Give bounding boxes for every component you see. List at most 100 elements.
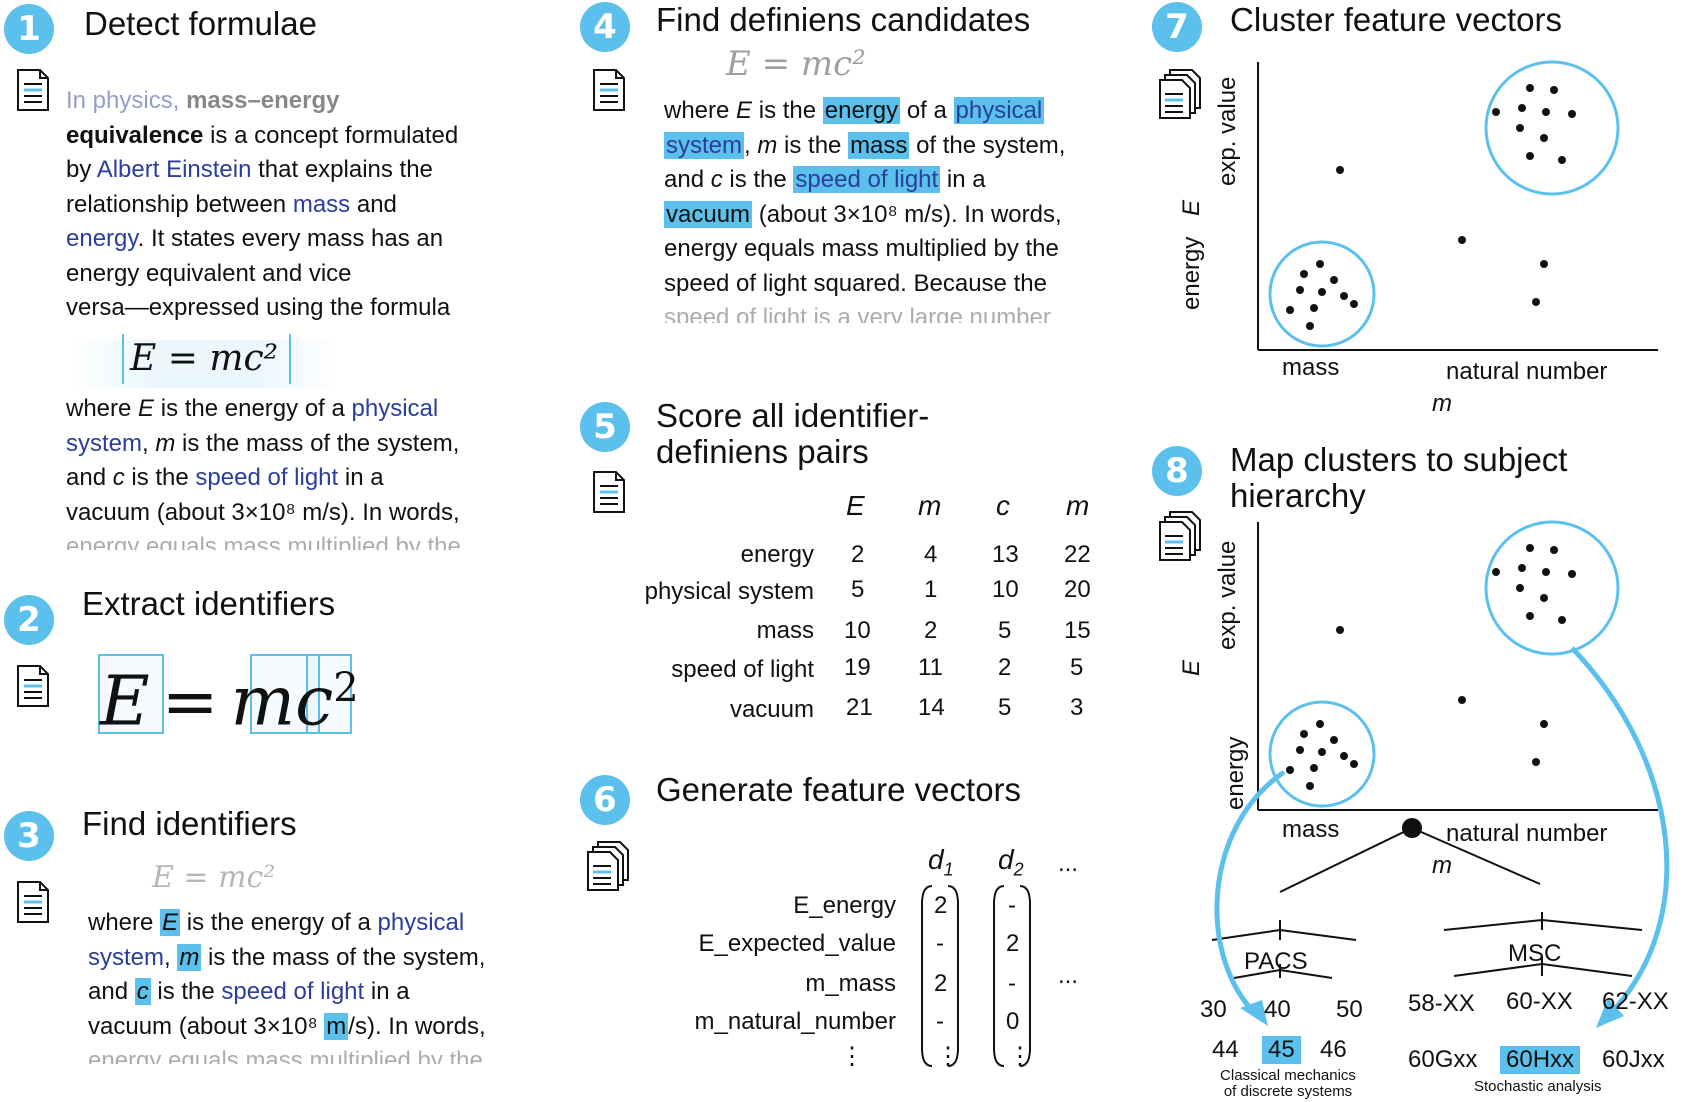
text: and (350, 190, 397, 218)
step-8-badge: 8 (1152, 446, 1202, 496)
score-cell: 2 (851, 541, 865, 568)
axis-label: energy (1178, 236, 1205, 310)
step-6-title: Generate feature vectors (656, 771, 1022, 808)
taxonomy-caption: Stochastic analysis (1474, 1078, 1602, 1095)
link-physics[interactable]: In physics, (66, 87, 180, 114)
vector-label: d (998, 844, 1014, 875)
score-col-header: m (1066, 490, 1090, 521)
link-physical-system[interactable]: physical (351, 395, 439, 422)
step-6-badge: 6 (580, 775, 630, 825)
step-7-badge: 7 (1152, 2, 1202, 52)
vector-value: 2 (934, 970, 948, 997)
score-row-label: mass (756, 617, 814, 644)
identifier-m: m (230, 662, 296, 742)
vector-col-header: d1 (928, 844, 954, 881)
identifier: E (736, 97, 753, 124)
taxonomy-node: 58-XX (1408, 990, 1475, 1017)
vdots: ⋮ (1008, 1043, 1032, 1070)
document-icon (17, 69, 49, 111)
document-icon (17, 881, 49, 923)
link-mass[interactable]: mass (292, 190, 351, 218)
text: , (142, 429, 156, 457)
text: that explains the (251, 156, 433, 183)
formula-faded: E = mc² (152, 860, 276, 895)
definiens-candidate: speed of light (793, 166, 941, 193)
taxonomy-node: 40 (1264, 996, 1291, 1023)
caption-line: Classical mechanics (1220, 1067, 1356, 1084)
text: is the (777, 131, 849, 159)
equals: = (161, 662, 219, 742)
identifier-highlight: m (324, 1012, 349, 1040)
caption-line: of discrete systems (1223, 1083, 1353, 1100)
text: vacuum (about 3×10⁸ m/s). In words, (66, 498, 460, 526)
taxonomy-node: 50 (1336, 996, 1363, 1023)
vector-bracket-d1 (921, 885, 959, 1067)
link-speed-of-light[interactable]: speed of light (221, 978, 365, 1005)
step-4-text: where E is the energy of a physical syst… (664, 94, 1164, 323)
identifier: E (138, 395, 155, 422)
identifier: c (112, 464, 125, 491)
vector-value: 0 (1006, 1008, 1020, 1035)
taxonomy-node: 30 (1200, 996, 1227, 1023)
link-physical-system[interactable]: system (66, 429, 143, 457)
x-axis-label: mass (1282, 354, 1340, 381)
taxonomy-pacs: PACS (1244, 948, 1308, 975)
subscript: 2 (1013, 859, 1024, 880)
subscript: 1 (943, 859, 954, 880)
definiens-candidate: energy (822, 97, 901, 124)
cluster-circle (1268, 700, 1376, 808)
y-axis-label: E (1178, 659, 1205, 676)
bold-term: equivalence (66, 121, 204, 149)
text: energy equivalent and vice (66, 259, 352, 287)
score-row-label: vacuum (729, 696, 814, 723)
step-8-title-line2: hierarchy (1230, 477, 1366, 514)
y-axis-label: exp. value (1214, 76, 1241, 186)
score-cell: 3 (1070, 694, 1084, 721)
taxonomy-leaf: 60Gxx (1408, 1046, 1478, 1073)
link-physical-system[interactable]: physical (377, 909, 465, 936)
step-1-badge: 1 (4, 4, 54, 54)
text: is the (722, 166, 794, 193)
score-cell: 2 (998, 654, 1012, 681)
taxonomy-node: 62-XX (1602, 988, 1669, 1015)
text: where (664, 97, 737, 124)
identifier-box-c (306, 654, 352, 734)
cluster-circle (1484, 60, 1620, 196)
identifier-highlight: c (134, 978, 151, 1005)
identifier: m (155, 429, 176, 457)
step-1-text-lower: where E is the energy of a physical syst… (66, 392, 546, 550)
step-1-title: Detect formulae (84, 5, 317, 42)
link-energy[interactable]: energy (66, 225, 138, 252)
text: in a (940, 166, 986, 193)
vector-value: 2 (934, 892, 948, 919)
link-physical-system[interactable]: system (88, 943, 165, 971)
formula-faded: E = mc² (726, 44, 866, 84)
score-cell: 5 (998, 617, 1012, 644)
document-icon (17, 665, 49, 707)
y-axis-label: energy (1178, 237, 1206, 310)
text: energy equals mass multiplied by the (664, 235, 1059, 262)
score-cell: 20 (1064, 576, 1091, 603)
ellipsis: ... (1058, 850, 1079, 877)
step-8-title-line1: Map clusters to subject (1230, 441, 1568, 478)
text: is the energy of a (180, 909, 378, 936)
taxonomy-node: 60-XX (1506, 988, 1573, 1015)
text: of the system, (909, 131, 1066, 159)
link-speed-of-light[interactable]: speed of light (195, 464, 339, 491)
text: (about 3×10⁸ m/s). In words, (752, 200, 1062, 228)
step-1-text: In physics, mass–energy equivalence is a… (66, 84, 546, 326)
step-5-badge: 5 (580, 402, 630, 452)
score-cell: 2 (924, 617, 938, 644)
score-cell: 13 (992, 541, 1019, 568)
vector-col-header: d2 (998, 844, 1024, 881)
step-7-title: Cluster feature vectors (1230, 1, 1562, 38)
step-2-title: Extract identifiers (82, 585, 336, 622)
score-cell: 4 (924, 541, 938, 568)
identifier: m (757, 131, 778, 159)
score-row-label: energy (740, 541, 814, 568)
text: /s). In words, (348, 1012, 486, 1040)
definiens-candidate: system (664, 131, 745, 159)
link-einstein[interactable]: Albert Einstein (96, 156, 252, 183)
score-row-label: speed of light (671, 656, 814, 683)
